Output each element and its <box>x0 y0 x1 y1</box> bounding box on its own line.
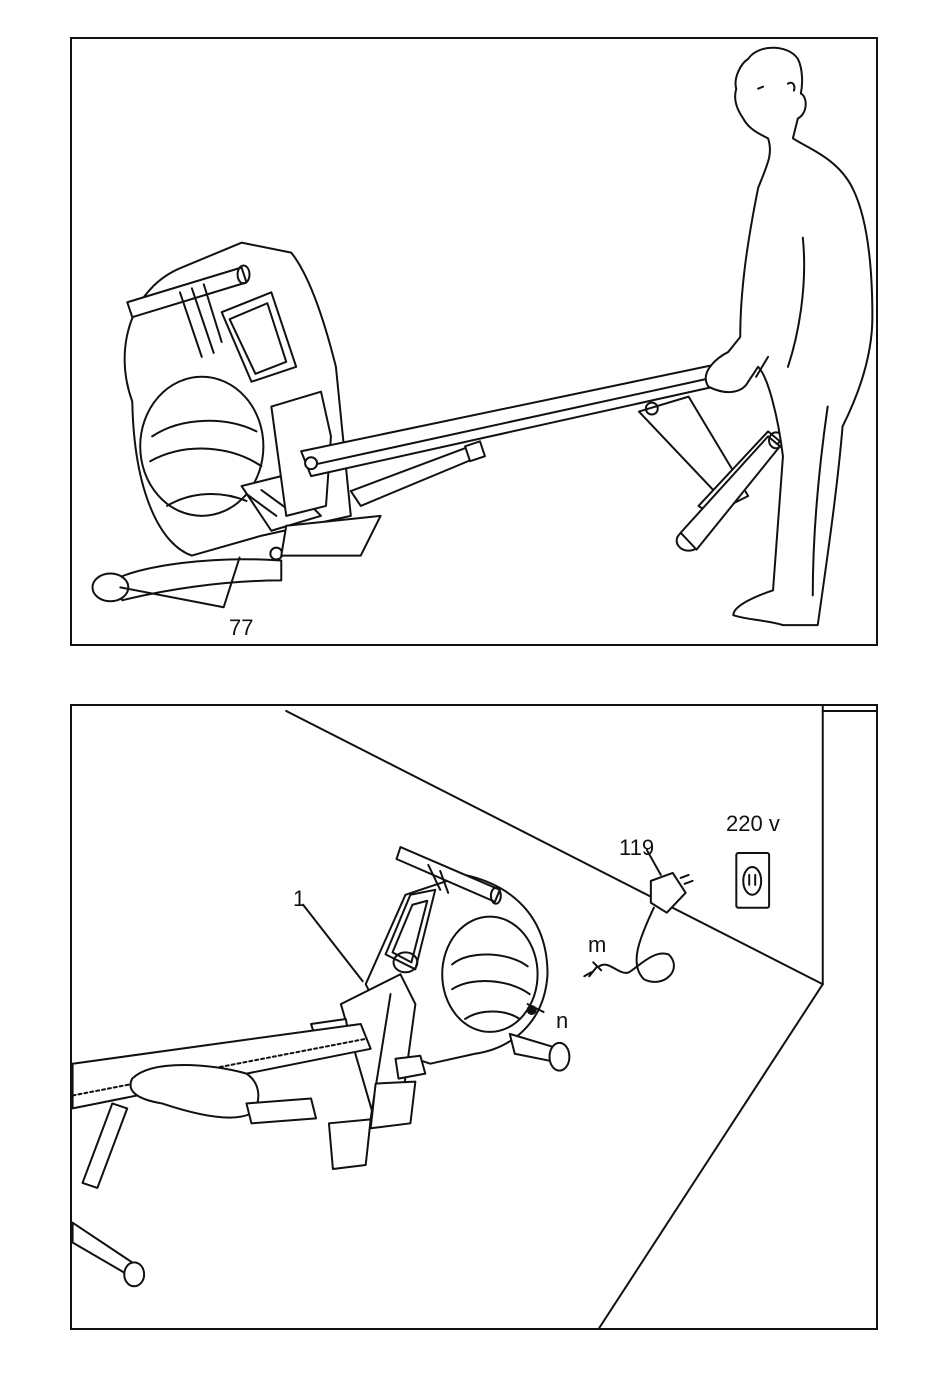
person-figure <box>706 48 873 625</box>
footrest <box>396 1056 426 1079</box>
callout-220v: 220 v <box>726 813 780 835</box>
callout-77: 77 <box>229 617 253 639</box>
figure-moving-rower: 77 <box>70 37 878 646</box>
wall-outlet <box>736 853 769 908</box>
callout-119: 119 <box>619 837 654 859</box>
callout-n: n <box>556 1010 568 1032</box>
power-adapter <box>584 850 692 982</box>
callout-1: 1 <box>293 888 305 910</box>
rower-housing <box>311 847 569 1169</box>
rowing-seat <box>131 1065 259 1118</box>
rower-rail <box>73 1024 371 1286</box>
rower-housing <box>93 243 381 602</box>
callout-m: m <box>588 934 606 956</box>
figure-connect-power: 1 119 m n 220 v <box>70 704 878 1330</box>
